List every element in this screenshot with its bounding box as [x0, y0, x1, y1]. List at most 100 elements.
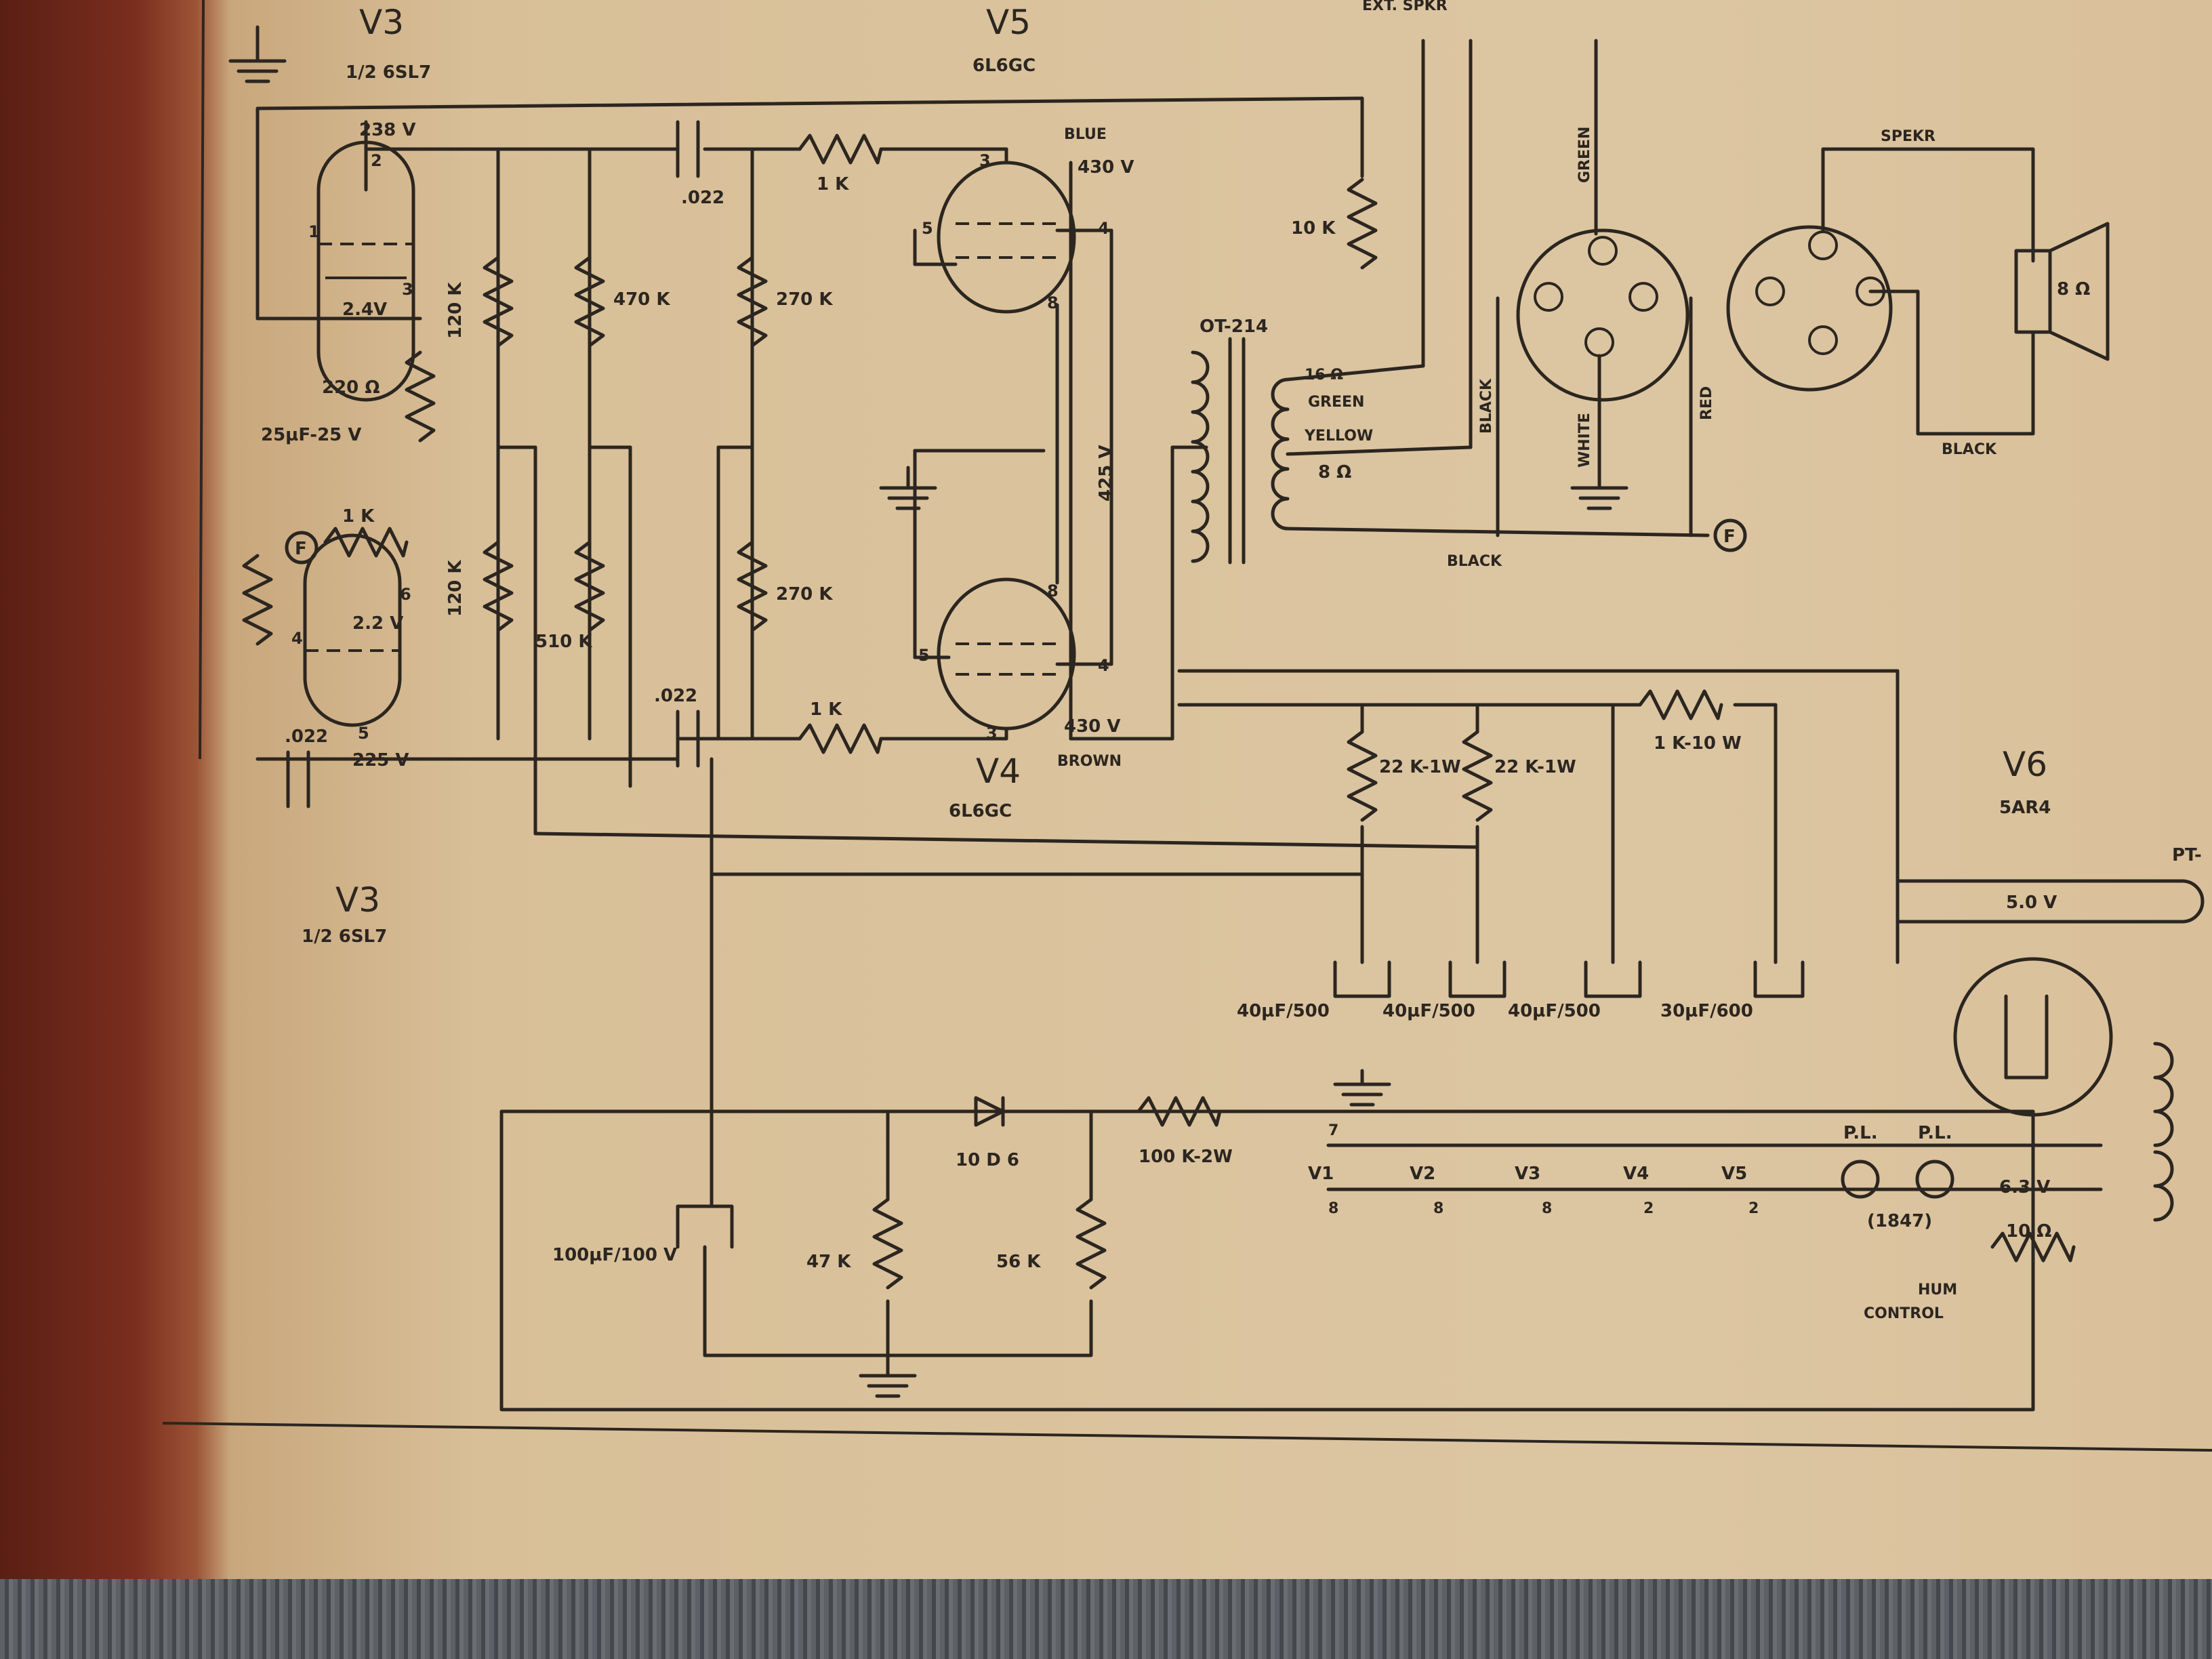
r1k-top-label: 1 K: [817, 174, 849, 194]
v4-plate-voltage: 430 V: [1064, 716, 1120, 737]
heater-voltage: 6.3 V: [1999, 1177, 2050, 1197]
r510k-label: 510 K: [535, 632, 592, 652]
tap-16-ohm: 16 Ω: [1305, 367, 1343, 384]
r22k-a-label: 22 K-1W: [1379, 757, 1461, 777]
tap-yellow: YELLOW: [1304, 428, 1373, 445]
hum-resistor-label: 10 Ω: [2006, 1221, 2051, 1242]
wire-green-label: GREEN: [1576, 127, 1593, 183]
v3-plate-voltage: 238 V: [359, 120, 415, 140]
fuse-marker-1: [285, 531, 319, 565]
heater-pin-top: 7: [1328, 1122, 1338, 1139]
c25uf-label: 25µF-25 V: [261, 425, 361, 445]
v4-type: 6L6GC: [949, 801, 1012, 821]
diode-label: 10 D 6: [956, 1150, 1019, 1170]
pilot-lamp-type: (1847): [1867, 1211, 1932, 1231]
heater-v5: V5: [1721, 1164, 1747, 1184]
wire-speaker-label: SPEKR: [1881, 128, 1936, 145]
wire-brown-label: BROWN: [1057, 753, 1122, 770]
tap-8-ohm: 8 Ω: [1318, 462, 1351, 483]
pilot-lamp-2-label: P.L.: [1918, 1123, 1952, 1143]
pin-8-v5: 8: [1047, 293, 1059, 312]
pin-1-v3: 1: [308, 222, 320, 241]
c022-b-label: .022: [654, 686, 697, 706]
pin-4-v5: 4: [1098, 219, 1109, 238]
heater-pin-v1: 8: [1328, 1200, 1338, 1217]
r120k-b-label: 120 K: [445, 560, 466, 617]
speaker-socket-b: [1726, 147, 2035, 436]
ground-symbols: [228, 25, 1629, 1398]
pin-5-v4: 5: [918, 646, 930, 665]
v6-name: V6: [2003, 745, 2047, 784]
speaker-impedance: 8 Ω: [2057, 279, 2090, 300]
pin-5-v5: 5: [922, 219, 933, 238]
v3-cathode-voltage-bottom: 2.2 V: [352, 613, 403, 634]
heater-pin-v2: 8: [1433, 1200, 1443, 1217]
heater-v1: V1: [1308, 1164, 1334, 1184]
tap-green: GREEN: [1308, 394, 1364, 411]
pin-3-v5: 3: [979, 151, 991, 170]
v3-top-type: 1/2 6SL7: [346, 62, 431, 83]
speaker-icon: [2014, 222, 2110, 361]
r10k-label: 10 K: [1291, 218, 1336, 239]
heater-pin-v5: 2: [1748, 1200, 1759, 1217]
c022-c-label: .022: [285, 726, 328, 747]
pin-4-v4: 4: [1098, 656, 1109, 675]
v3-bottom-type: 1/2 6SL7: [302, 926, 387, 947]
output-transformer: [1191, 39, 1710, 565]
v4-power-tube: [937, 577, 1076, 731]
pilot-lamp-1-label: P.L.: [1843, 1123, 1878, 1143]
power-transformer-windings: [1896, 879, 2205, 1222]
wire-black-label-2: BLACK: [1447, 553, 1502, 570]
c30-label: 30µF/600: [1660, 1001, 1753, 1021]
r1k-mid-label: 1 K: [342, 506, 375, 527]
c40a-label: 40µF/500: [1237, 1001, 1330, 1021]
pilot-lamp-2: [1915, 1160, 1954, 1199]
transformer-name: OT-214: [1200, 316, 1268, 337]
r100k2w-label: 100 K-2W: [1139, 1147, 1233, 1167]
c022-a-label: .022: [681, 188, 724, 208]
wire-white-label: WHITE: [1576, 413, 1593, 468]
resistor-symbols: [242, 134, 2076, 1290]
fuse-marker-1-label: F: [295, 539, 307, 559]
pin-3-v4: 3: [986, 724, 998, 743]
fuse-marker-2: [1713, 518, 1747, 552]
c40c-label: 40µF/500: [1508, 1001, 1601, 1021]
heater-v2: V2: [1410, 1164, 1435, 1184]
heater-pin-v3: 8: [1542, 1200, 1552, 1217]
r270k-b-label: 270 K: [776, 584, 833, 605]
wire-black-label-3: BLACK: [1478, 378, 1495, 434]
hum-control-line2: CONTROL: [1864, 1305, 1944, 1322]
r1k-bottom-label: 1 K: [810, 699, 842, 720]
r22k-b-label: 22 K-1W: [1494, 757, 1576, 777]
pin-6-v3: 6: [400, 585, 411, 604]
carpet-strip: [0, 1579, 2212, 1659]
pin-3-v3: 3: [402, 280, 413, 299]
capacitor-symbols: [286, 120, 1805, 1249]
r270k-a-label: 270 K: [776, 289, 833, 310]
r470k-label: 470 K: [613, 289, 670, 310]
ext-spkr-label: EXT. SPKR: [1362, 0, 1448, 14]
v3-top-name: V3: [359, 3, 404, 42]
power-transformer-label: PT-: [2172, 845, 2202, 865]
r47k-label: 47 K: [806, 1252, 851, 1272]
wire-black-label-1: BLACK: [1942, 441, 1997, 458]
heater-v3: V3: [1515, 1164, 1540, 1184]
bias-supply-wiring: [499, 1096, 2035, 1412]
c40b-label: 40µF/500: [1382, 1001, 1475, 1021]
rectifier-filament-voltage: 5.0 V: [2006, 893, 2057, 913]
wire-blue-label: BLUE: [1064, 126, 1107, 143]
upper-wiring: [255, 96, 1900, 1120]
v3-cathode-voltage-top: 2.4V: [342, 300, 387, 320]
pin-5-v3: 5: [358, 724, 369, 743]
pilot-lamp-1: [1841, 1160, 1880, 1199]
v3-bottom-name: V3: [335, 880, 380, 920]
r1k10w-label: 1 K-10 W: [1654, 733, 1742, 754]
v5-power-tube: [937, 161, 1076, 314]
speaker-socket-a: [1496, 39, 1693, 537]
c100-label: 100µF/100 V: [552, 1245, 677, 1265]
v6-rectifier: [1953, 957, 2113, 1117]
v6-type: 5AR4: [1999, 798, 2051, 818]
hum-control-line1: HUM: [1918, 1282, 1957, 1298]
r120k-a-label: 120 K: [445, 282, 466, 339]
v4-name: V4: [976, 752, 1021, 791]
